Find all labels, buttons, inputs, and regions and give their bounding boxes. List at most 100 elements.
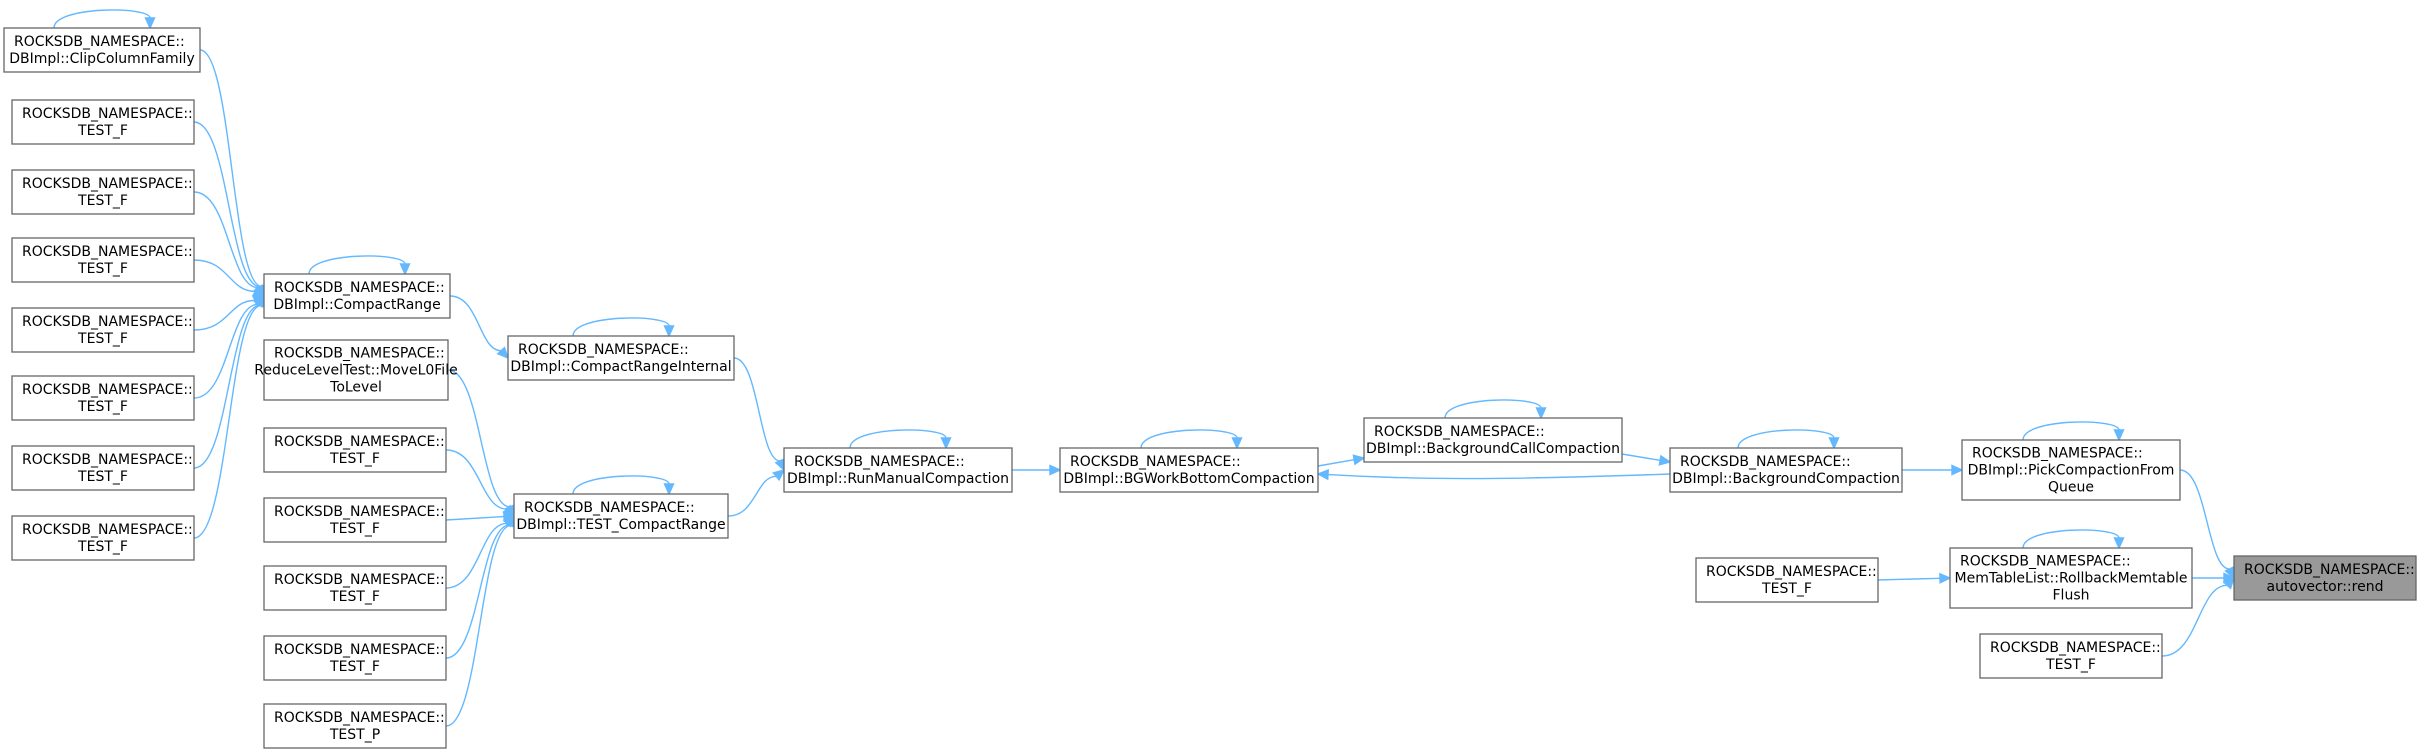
node-label-line: TEST_F (329, 451, 380, 467)
edge-arrowhead (1658, 454, 1672, 466)
node-l6[interactable]: ROCKSDB_NAMESPACE::TEST_F (11, 445, 195, 491)
edge-line (2161, 584, 2228, 657)
node-testf_r[interactable]: ROCKSDB_NAMESPACE::TEST_F (1979, 633, 2163, 679)
edge-clip-to-cr (199, 49, 267, 298)
node-label-line: ROCKSDB_NAMESPACE:: (1972, 446, 2143, 462)
edge-l3-to-cr (193, 259, 266, 297)
edge-line (1140, 429, 1238, 449)
node-bgcomp[interactable]: ROCKSDB_NAMESPACE::DBImpl::BackgroundCom… (1669, 447, 1903, 493)
node-box (1695, 557, 1879, 603)
edge-line (1621, 453, 1661, 462)
node-label-line: Queue (2048, 480, 2094, 496)
node-box (263, 273, 451, 319)
node-box (1059, 447, 1319, 493)
self-edge-bgcomp (1737, 429, 1840, 450)
node-t1[interactable]: ROCKSDB_NAMESPACE::TEST_F (263, 427, 447, 473)
edge-arrowhead (663, 325, 675, 338)
edge-cr-to-crinternal (449, 295, 510, 360)
node-label-line: TEST_F (77, 331, 128, 347)
node-l2[interactable]: ROCKSDB_NAMESPACE::TEST_F (11, 169, 195, 215)
self-edge-testcr (572, 475, 675, 496)
node-rollback[interactable]: ROCKSDB_NAMESPACE::MemTableList::Rollbac… (1949, 547, 2193, 609)
node-l5[interactable]: ROCKSDB_NAMESPACE::TEST_F (11, 375, 195, 421)
node-label-line: DBImpl::RunManualCompaction (787, 471, 1009, 487)
node-bgwork[interactable]: ROCKSDB_NAMESPACE::DBImpl::BGWorkBottomC… (1059, 447, 1319, 493)
node-runmanual[interactable]: ROCKSDB_NAMESPACE::DBImpl::RunManualComp… (783, 447, 1013, 493)
edge-line (445, 524, 512, 727)
node-label-line: ROCKSDB_NAMESPACE:: (274, 280, 445, 296)
node-label-line: ROCKSDB_NAMESPACE:: (524, 500, 695, 516)
edge-line (445, 524, 510, 659)
node-box (11, 169, 195, 215)
node-label-line: ROCKSDB_NAMESPACE:: (22, 452, 193, 468)
node-label-line: ROCKSDB_NAMESPACE:: (1960, 554, 2131, 570)
node-box (11, 515, 195, 561)
node-label-line: ROCKSDB_NAMESPACE:: (274, 710, 445, 726)
node-l4[interactable]: ROCKSDB_NAMESPACE::TEST_F (11, 307, 195, 353)
edge-bgcomp-to-bgwork (1316, 469, 1671, 481)
node-rend[interactable]: ROCKSDB_NAMESPACE::autovector::rend (2233, 555, 2417, 601)
node-label-line: Flush (2053, 588, 2090, 604)
node-t3[interactable]: ROCKSDB_NAMESPACE::TEST_F (263, 565, 447, 611)
node-label-line: TEST_F (329, 589, 380, 605)
node-label-line: ToLevel (329, 380, 382, 396)
node-testcr[interactable]: ROCKSDB_NAMESPACE::DBImpl::TEST_CompactR… (513, 493, 729, 539)
node-box (11, 307, 195, 353)
node-box (1979, 633, 2163, 679)
edge-t1-to-testcr (445, 449, 516, 518)
node-label-line: ROCKSDB_NAMESPACE:: (22, 106, 193, 122)
node-l1[interactable]: ROCKSDB_NAMESPACE::TEST_F (11, 99, 195, 145)
node-crinternal[interactable]: ROCKSDB_NAMESPACE::DBImpl::CompactRangeI… (507, 335, 735, 381)
node-label-line: autovector::rend (2267, 579, 2384, 595)
edge-crinternal-to-runmanual (733, 357, 785, 472)
node-label-line: ROCKSDB_NAMESPACE:: (22, 522, 193, 538)
edge-line (2022, 529, 2120, 549)
edge-arrowhead (2113, 429, 2125, 442)
edge-line (193, 299, 256, 331)
edge-line (193, 304, 261, 469)
node-label-line: TEST_F (77, 469, 128, 485)
node-box (1949, 547, 2193, 609)
node-t2[interactable]: ROCKSDB_NAMESPACE::TEST_F (263, 497, 447, 543)
self-edge-pick (2022, 421, 2125, 442)
edge-line (1737, 429, 1835, 449)
edge-line (193, 191, 259, 289)
node-t4[interactable]: ROCKSDB_NAMESPACE::TEST_F (263, 635, 447, 681)
edge-arrowhead (2113, 537, 2125, 550)
edge-arrowhead (663, 483, 675, 496)
node-testf_rb[interactable]: ROCKSDB_NAMESPACE::TEST_F (1695, 557, 1879, 603)
edge-line (53, 9, 151, 29)
node-label-line: ROCKSDB_NAMESPACE:: (1680, 454, 1851, 470)
node-label-line: ROCKSDB_NAMESPACE:: (1070, 454, 1241, 470)
node-label-line: ROCKSDB_NAMESPACE:: (1706, 564, 1877, 580)
node-l3[interactable]: ROCKSDB_NAMESPACE::TEST_F (11, 237, 195, 283)
node-label-line: DBImpl::PickCompactionFrom (1968, 463, 2175, 479)
node-label-line: ROCKSDB_NAMESPACE:: (518, 342, 689, 358)
node-label-line: DBImpl::ClipColumnFamily (9, 51, 194, 67)
node-l7[interactable]: ROCKSDB_NAMESPACE::TEST_F (11, 515, 195, 561)
edge-line (572, 317, 670, 337)
node-box (263, 703, 447, 749)
node-cr[interactable]: ROCKSDB_NAMESPACE::DBImpl::CompactRange (263, 273, 451, 319)
node-label-line: DBImpl::CompactRangeInternal (510, 359, 731, 375)
node-pick[interactable]: ROCKSDB_NAMESPACE::DBImpl::PickCompactio… (1961, 439, 2181, 501)
node-t5[interactable]: ROCKSDB_NAMESPACE::TEST_P (263, 703, 447, 749)
node-box (507, 335, 735, 381)
node-reduce[interactable]: ROCKSDB_NAMESPACE::ReduceLevelTest::Move… (254, 339, 458, 401)
node-box (2233, 555, 2417, 601)
node-clip[interactable]: ROCKSDB_NAMESPACE::DBImpl::ClipColumnFam… (3, 27, 201, 73)
edge-line (2022, 421, 2120, 441)
edge-line (727, 475, 777, 517)
self-edge-bgwork (1140, 429, 1243, 450)
edge-line (1317, 459, 1355, 467)
node-label-line: ROCKSDB_NAMESPACE:: (22, 176, 193, 192)
node-label-line: DBImpl::CompactRange (273, 297, 440, 313)
edge-testcr-to-runmanual (727, 468, 786, 517)
node-label-line: ROCKSDB_NAMESPACE:: (794, 454, 965, 470)
node-bgcall[interactable]: ROCKSDB_NAMESPACE::DBImpl::BackgroundCal… (1363, 417, 1623, 463)
node-box (263, 339, 449, 401)
edge-arrowhead (1951, 464, 1964, 476)
edge-reduce-to-testcr (447, 369, 515, 518)
node-label-line: DBImpl::BGWorkBottomCompaction (1063, 471, 1314, 487)
